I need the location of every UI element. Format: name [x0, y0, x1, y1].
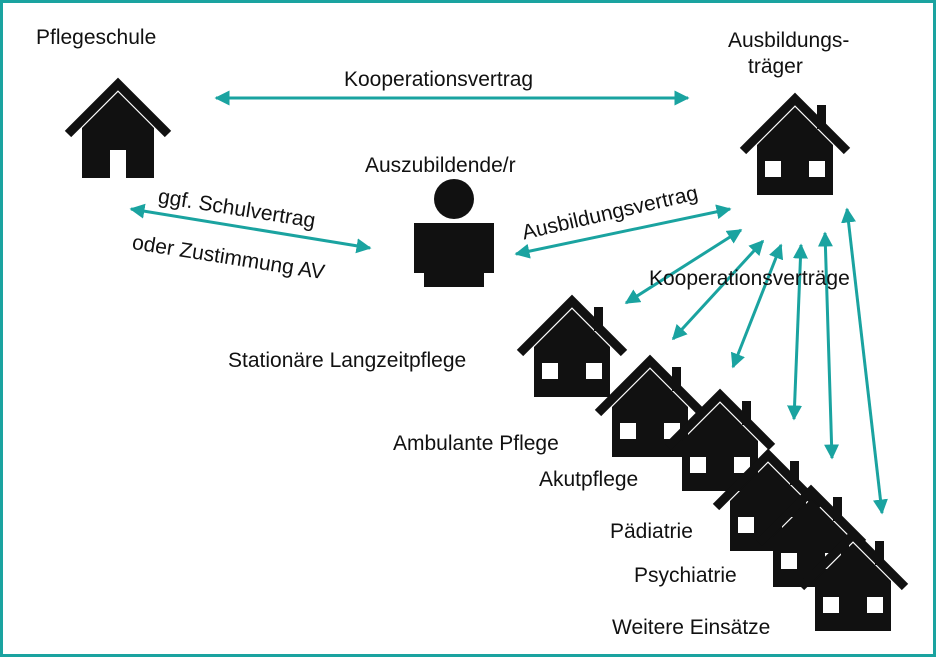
label-ausbildungstraeger-line1: Ausbildungs- — [728, 29, 850, 52]
person-icon-auszubildende — [414, 179, 494, 287]
house-icon-stationaere-langzeitpflege — [520, 301, 624, 397]
arrow-koop-paediatrie — [787, 243, 808, 421]
label-einsatz-paediatrie: Pädiatrie — [610, 520, 693, 543]
label-pflegeschule: Pflegeschule — [36, 26, 157, 49]
arrow-koop-akut — [730, 243, 784, 369]
arrow-koop-psychiatrie — [817, 231, 840, 460]
house-icon-ausbildungstraeger — [743, 99, 847, 195]
label-ausbildungstraeger-line2: träger — [748, 55, 803, 78]
label-einsatz-weitere-einsaetze: Weitere Einsätze — [612, 616, 771, 639]
label-einsatz-stationaere-langzeitpflege: Stationäre Langzeitpflege — [228, 349, 467, 372]
label-kooperationsvertraege: Kooperationsverträge — [649, 267, 850, 290]
house-icon-pflegeschule — [68, 84, 168, 178]
arrow-ausbildungsvertrag — [514, 204, 732, 259]
label-kooperationsvertrag: Kooperationsvertrag — [344, 68, 534, 91]
relationship-diagram — [3, 3, 933, 654]
label-einsatz-psychiatrie: Psychiatrie — [634, 564, 737, 587]
arrow-koop-weitere — [841, 207, 888, 515]
label-einsatz-akutpflege: Akutpflege — [539, 468, 639, 491]
label-einsatz-ambulante-pflege: Ambulante Pflege — [393, 432, 559, 455]
label-auszubildende: Auszubildende/r — [365, 154, 516, 177]
arrow-schulvertrag — [129, 203, 372, 254]
